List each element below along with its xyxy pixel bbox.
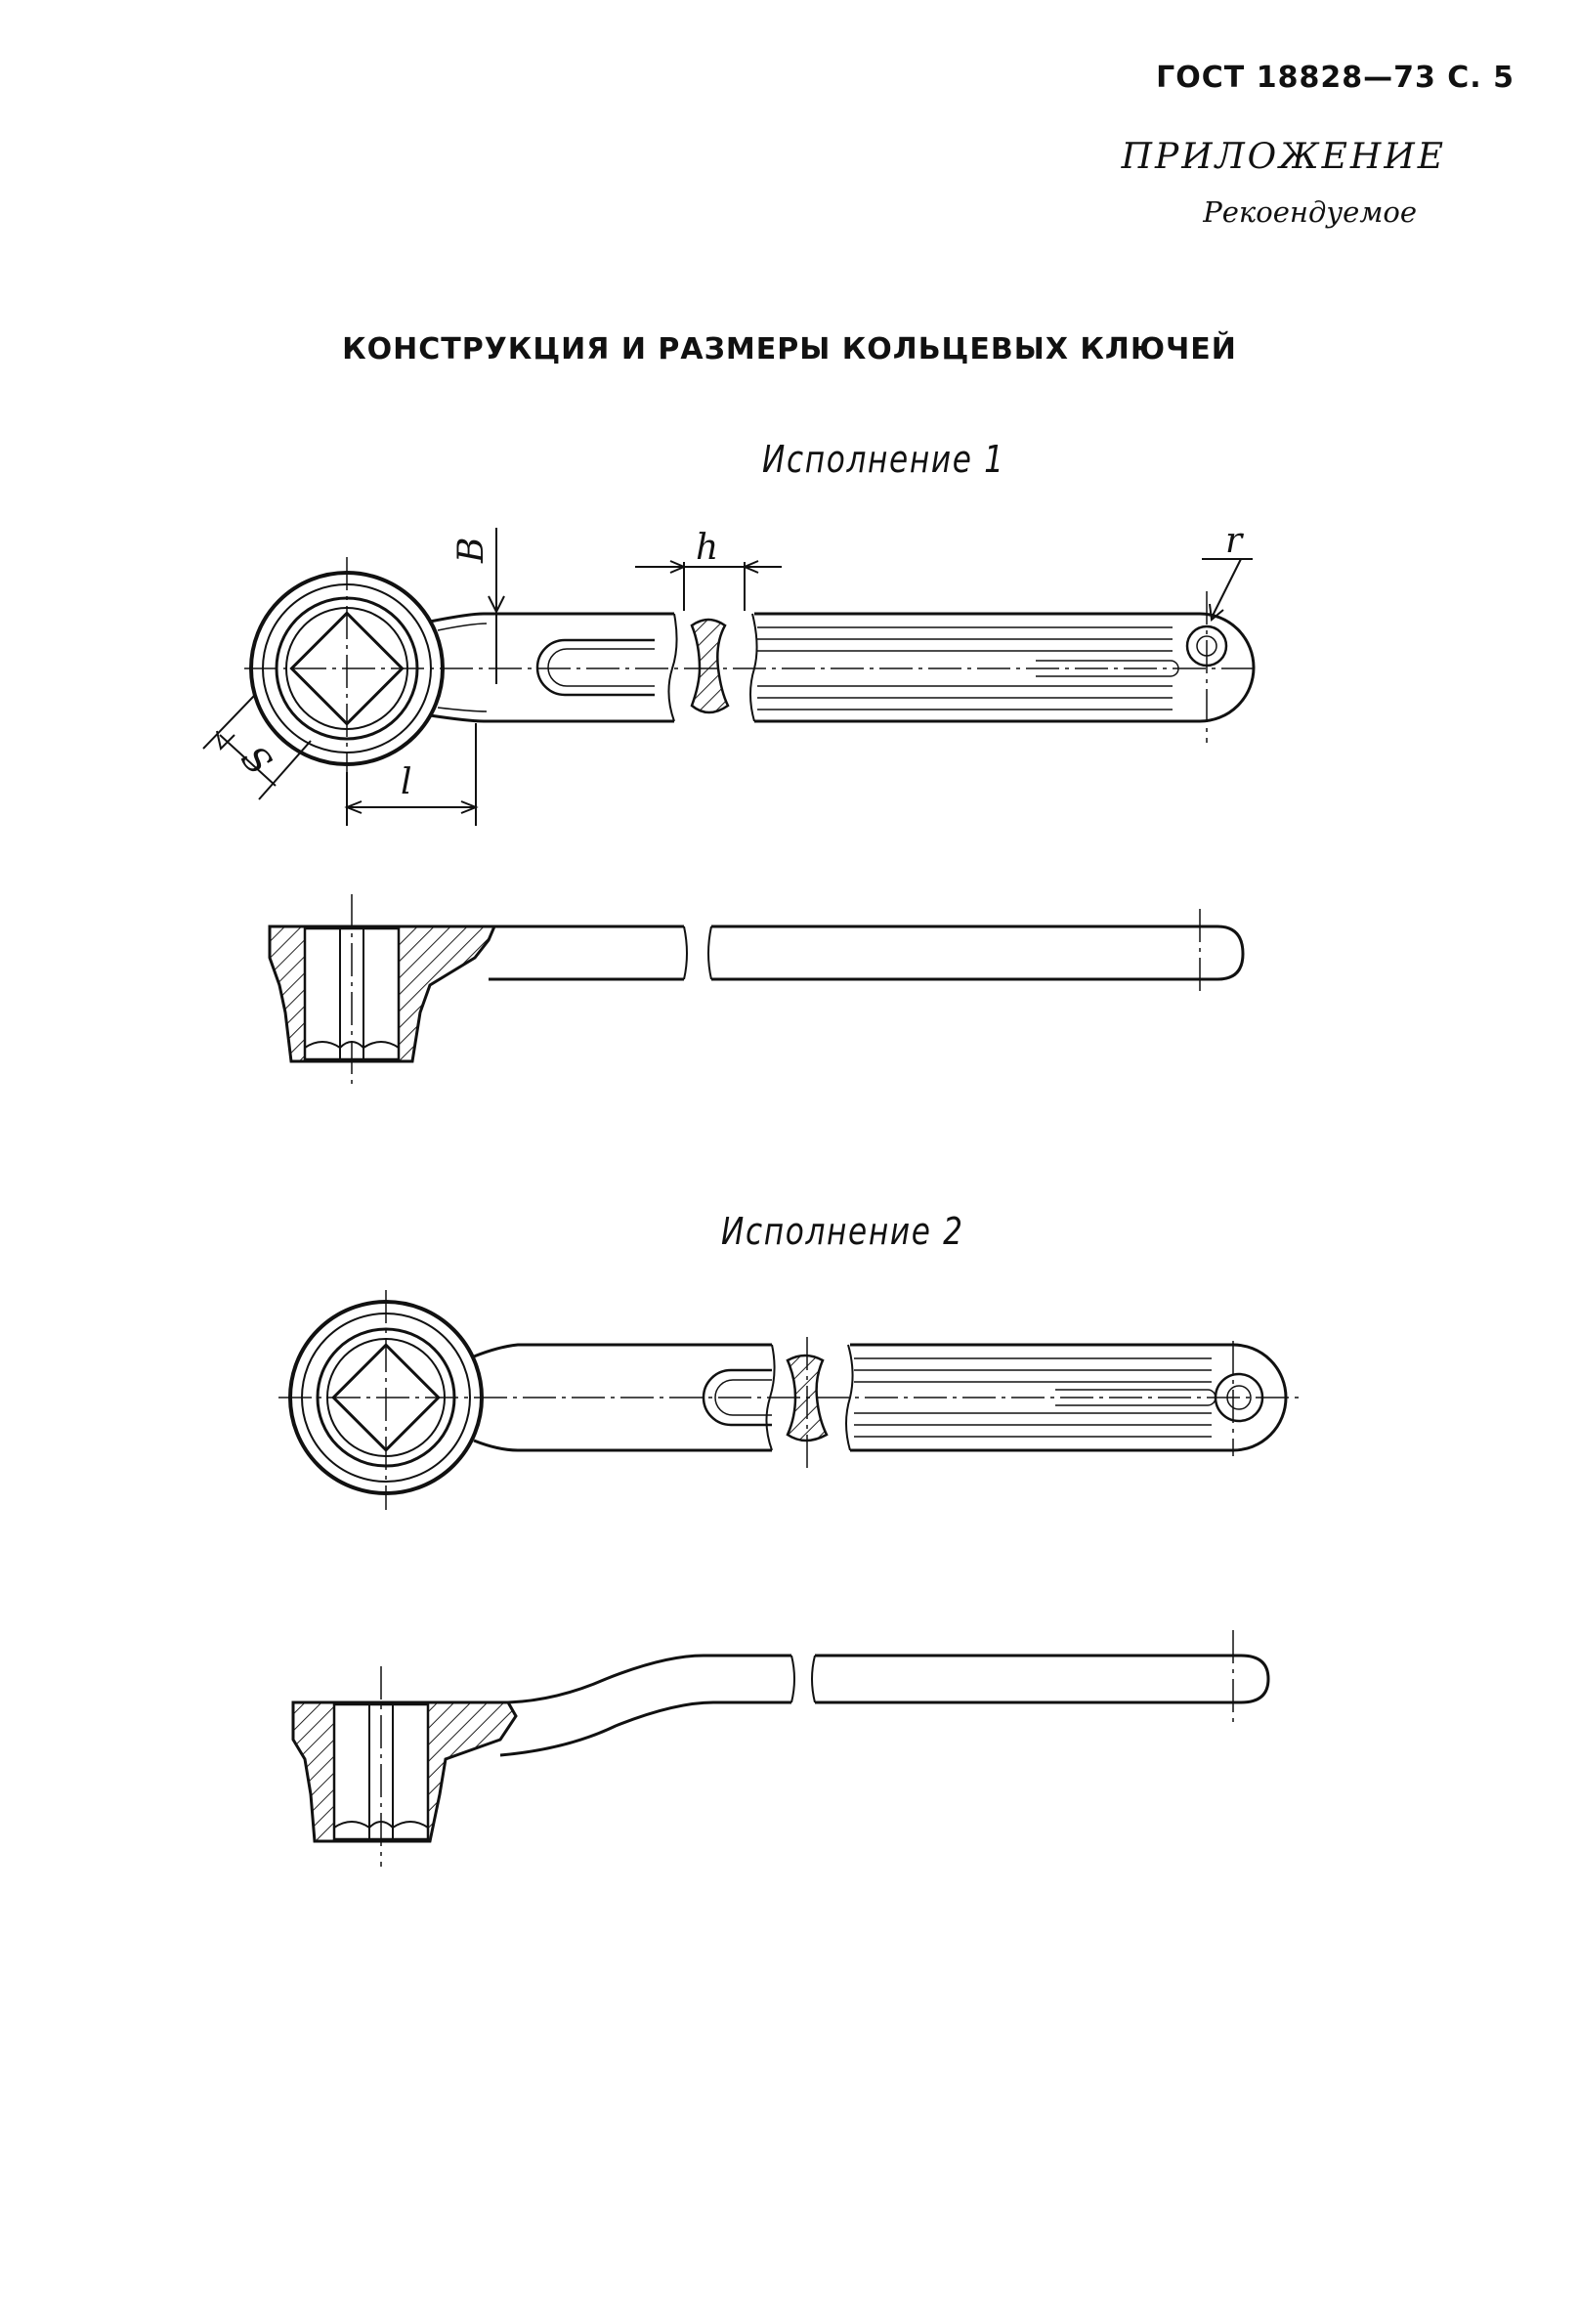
dim-b-label: B	[451, 538, 491, 564]
variant-1-caption: Исполнение 1	[762, 438, 1005, 481]
dim-r-label: r	[1225, 521, 1244, 561]
wrench-1-dimensions	[202, 528, 1253, 826]
wrench-1-side-centerlines	[351, 894, 1201, 1087]
wrench-2-centerlines	[278, 1290, 1300, 1510]
appendix-status: Рекоендуемое	[1203, 195, 1417, 229]
dim-s-label: S	[233, 739, 278, 783]
document-reference: ГОСТ 18828—73 С. 5	[1156, 61, 1515, 95]
page-title: КОНСТРУКЦИЯ И РАЗМЕРЫ КОЛЬЦЕВЫХ КЛЮЧЕЙ	[342, 332, 1237, 366]
wrench-1-centerlines	[244, 557, 1260, 782]
variant-2-caption: Исполнение 2	[721, 1210, 964, 1253]
dim-l-label: l	[401, 762, 412, 802]
wrench-2-side-centerlines	[380, 1630, 1234, 1867]
dim-h-label: h	[696, 528, 718, 568]
appendix-label: ПРИЛОЖЕНИЕ	[1121, 137, 1446, 177]
wrench-1-side-view	[268, 925, 1245, 1063]
wrench-2-side-view	[291, 1654, 1270, 1843]
